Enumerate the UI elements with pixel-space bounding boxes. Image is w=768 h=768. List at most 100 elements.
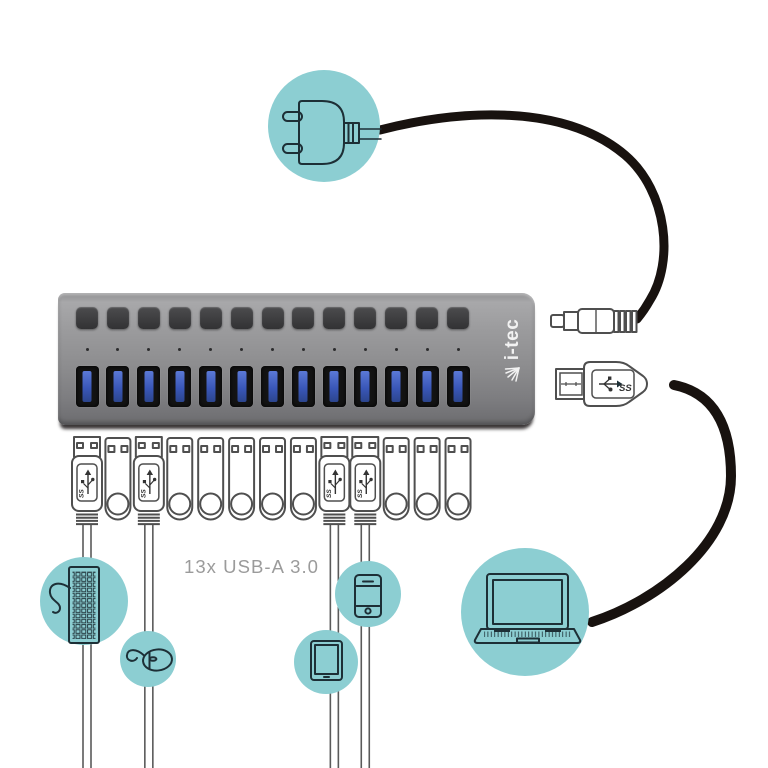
usb-a-port-2 <box>106 366 130 407</box>
hub-led-4 <box>178 348 182 351</box>
usb-port-tongue <box>298 371 308 402</box>
hub-power-button-1 <box>76 307 98 329</box>
tablet-badge <box>294 630 358 694</box>
mouse-circle <box>120 631 176 687</box>
usb-a-plug-3: SS <box>132 436 165 526</box>
power-cable <box>375 110 669 324</box>
power-plug-icon <box>282 100 382 165</box>
usb-a-port-7 <box>261 366 285 407</box>
hub-brand-logo: i-tec <box>491 313 535 389</box>
itec-rays-icon <box>504 367 520 383</box>
hub-power-button-4 <box>168 307 191 329</box>
usb-port-tongue <box>422 371 432 402</box>
power-plug-circle <box>268 70 382 182</box>
usb-port-tongue <box>391 371 401 402</box>
hub-power-button-5 <box>199 307 222 329</box>
keyboard-circle <box>40 557 128 645</box>
hub-led-2 <box>116 348 120 351</box>
hub-led-10 <box>363 348 367 351</box>
usb-b-host-cable <box>587 380 737 627</box>
hub-power-button-6 <box>230 307 253 329</box>
usb-a-port-10 <box>353 366 377 407</box>
hub-power-button-12 <box>416 307 439 329</box>
usb-port-tongue <box>329 371 339 402</box>
usb-a-port-11 <box>384 366 408 407</box>
hub-led-11 <box>394 348 398 351</box>
plugged-devices-row: SS SS SS SS <box>71 436 472 526</box>
usb-port-tongue <box>144 371 154 402</box>
flash-drive-12 <box>413 437 441 521</box>
usb-a-port-6 <box>230 366 254 407</box>
usb-b-connector: SS <box>555 361 648 407</box>
hub-power-button-3 <box>137 307 160 329</box>
usb-a-port-5 <box>199 366 223 407</box>
usb-port-tongue <box>113 371 123 402</box>
tablet-icon <box>310 640 343 681</box>
flash-drive-7 <box>259 437 287 521</box>
keyboard-icon <box>48 566 100 644</box>
usb3-ss-logo: SS <box>599 376 632 394</box>
smartphone-badge <box>335 561 401 627</box>
power-plug-badge <box>268 70 380 182</box>
laptop-icon <box>473 573 582 644</box>
flash-drive-6 <box>228 437 256 521</box>
thin-cable-to-smartphone <box>360 524 371 768</box>
hub-brand-text: i-tec <box>502 318 523 361</box>
flash-drive-13 <box>444 437 472 521</box>
usb-a-ss-text: SS <box>357 489 364 498</box>
ports-caption: 13x USB-A 3.0 <box>184 557 320 577</box>
smartphone-icon <box>354 574 382 618</box>
hub-led-3 <box>147 348 151 351</box>
mouse-badge <box>120 631 176 687</box>
hub-led-5 <box>209 348 213 351</box>
usb-b-ss-text: SS <box>619 383 632 394</box>
mouse-icon <box>125 648 173 672</box>
hub-power-button-13 <box>447 307 470 329</box>
hub-led-13 <box>456 348 460 351</box>
usb-a-port-13 <box>446 366 470 407</box>
flash-drive-5 <box>197 437 225 521</box>
laptop-circle <box>461 548 589 676</box>
usb-a-port-12 <box>415 366 439 407</box>
hub-led-1 <box>85 348 89 351</box>
usb-port-tongue <box>268 371 278 402</box>
usb-port-tongue <box>82 371 92 402</box>
usb-hub: i-tec <box>58 293 535 425</box>
usb-a-ss-text: SS <box>326 489 333 498</box>
usb-a-plug-10: SS <box>349 436 382 526</box>
dc-power-connector <box>550 308 638 334</box>
hub-power-button-9 <box>323 307 346 329</box>
laptop-badge <box>461 548 589 676</box>
flash-drive-11 <box>382 437 410 521</box>
flash-drive-2 <box>104 437 132 521</box>
usb-a-ss-text: SS <box>79 489 86 498</box>
usb-a-port-4 <box>168 366 192 407</box>
flash-drive-8 <box>289 437 317 521</box>
usb-port-tongue <box>175 371 185 402</box>
hub-led-7 <box>271 348 275 351</box>
hub-led-8 <box>301 348 305 351</box>
usb-port-tongue <box>453 371 463 402</box>
hub-led-6 <box>240 348 244 351</box>
usb-a-plug-1: SS <box>71 436 103 526</box>
usb-port-tongue <box>237 371 247 402</box>
usb-a-port-8 <box>291 366 315 407</box>
hub-power-button-2 <box>106 307 129 329</box>
hub-power-button-11 <box>385 307 408 329</box>
usb-port-tongue <box>360 371 370 402</box>
smartphone-circle <box>335 561 401 627</box>
usb-a-port-1 <box>75 366 99 407</box>
hub-power-button-7 <box>261 307 284 329</box>
usb-a-port-3 <box>137 366 161 407</box>
usb-port-tongue <box>206 371 216 402</box>
usb-a-plug-9: SS <box>318 436 351 526</box>
hub-power-button-10 <box>354 307 377 329</box>
hub-led-12 <box>425 348 429 351</box>
hub-led-9 <box>332 348 336 351</box>
flash-drive-4 <box>166 437 194 521</box>
tablet-circle <box>294 630 358 694</box>
usb-a-port-9 <box>322 366 346 407</box>
hub-power-button-8 <box>292 307 315 329</box>
